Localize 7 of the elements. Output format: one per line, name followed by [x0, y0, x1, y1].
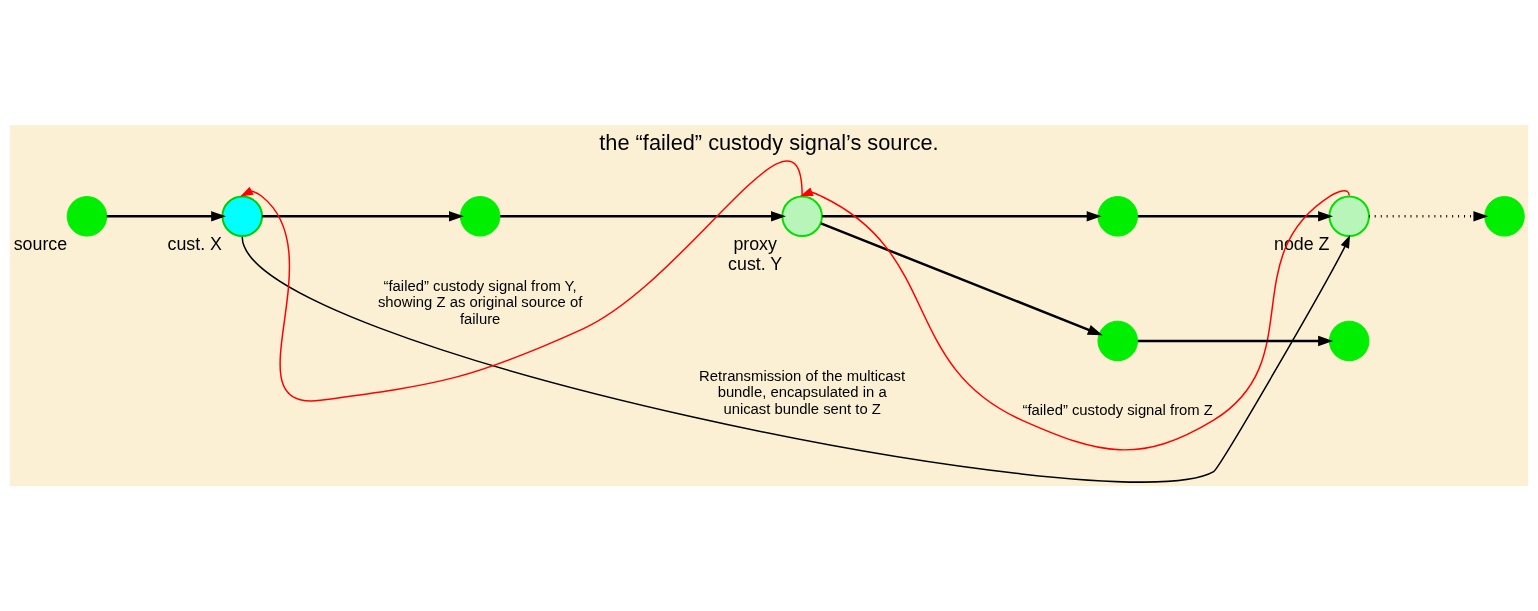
node-label: cust. X: [167, 234, 222, 255]
edge-label: “failed” custody signal from Z: [1022, 402, 1213, 419]
edge-label: “failed” custody signal from Y, showing Z as original source of failure: [377, 277, 583, 328]
node-label: source: [13, 234, 68, 255]
edge-label: Retransmission of the multicast bundle, encapsulated in a unicast bundle sent to Z: [699, 367, 906, 418]
diagram-title: the “failed” custody signal’s source.: [599, 130, 939, 156]
node-label: proxy cust. Y: [728, 234, 783, 275]
